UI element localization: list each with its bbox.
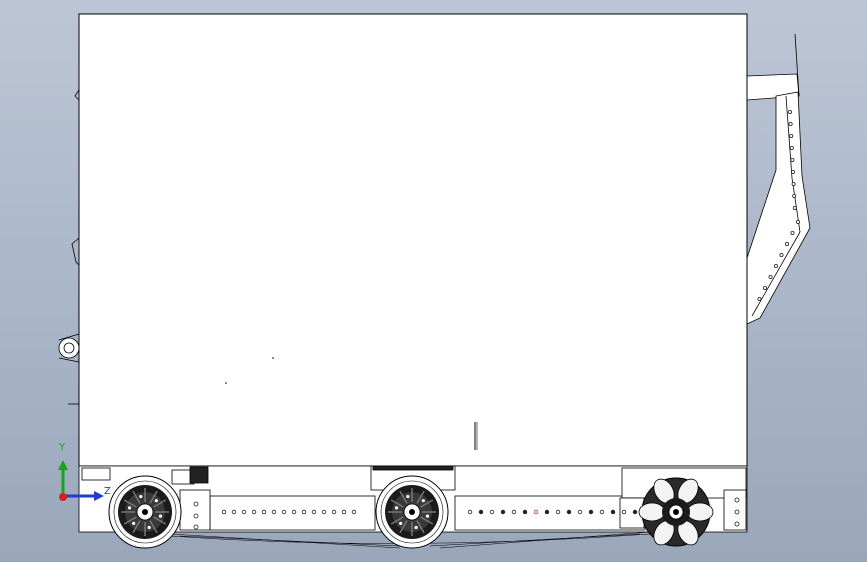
main-panel [78,13,748,467]
rail-hole [351,509,357,515]
rail-hole [221,509,227,515]
bottom-rail-holes [193,497,740,530]
rail-hole [566,509,572,515]
rail-hole [533,509,539,515]
center-drive-wheel [375,475,449,549]
arm-hole [774,263,779,268]
arm-hole [785,241,790,246]
arm-hole [763,285,768,290]
arm-hole [792,193,797,198]
arm-hole [788,122,793,127]
left-drive-wheel [108,475,182,549]
rail-hole [251,509,257,515]
rail-hole [291,509,297,515]
triad-z-label: Z [104,486,111,497]
rail-hole [478,509,484,515]
rail-hole [467,509,473,515]
arm-hole [757,296,762,301]
triad-origin [59,493,67,501]
arm-hole [791,181,796,186]
rail-hole [588,509,594,515]
arm-hole [789,145,794,150]
rail-hole [281,509,287,515]
omni-wheel [638,477,714,547]
rail-hole [555,509,561,515]
arm-hole [792,205,797,210]
bracket-hole [734,521,740,527]
rail-hole [321,509,327,515]
rail-hole [331,509,337,515]
arm-hole [789,133,794,138]
arm-hole [790,230,795,235]
rail-hole [311,509,317,515]
rail-hole [241,509,247,515]
arm-hole [790,157,795,162]
bracket-hole [193,513,199,519]
rail-hole [271,509,277,515]
left-back-bracket [58,89,80,405]
bracket-hole [734,509,740,515]
bracket-hole [734,497,740,503]
bracket-hole [193,524,199,530]
rail-hole [544,509,550,515]
rail-hole [522,509,528,515]
arm-hole [779,252,784,257]
bracket-hole [193,501,199,507]
triad-y-label: Y [59,442,66,453]
rail-hole [341,509,347,515]
rail-hole [632,509,638,515]
rail-hole [621,509,627,515]
rail-hole [231,509,237,515]
rail-hole [599,509,605,515]
rail-hole [610,509,616,515]
arm-hole [796,219,801,224]
rail-hole [489,509,495,515]
rail-hole [261,509,267,515]
axis-triad [58,460,104,501]
rail-hole [577,509,583,515]
side-arm-holes [757,110,801,301]
arm-hole [791,169,796,174]
rail-hole [511,509,517,515]
rail-hole [500,509,506,515]
rail-hole [301,509,307,515]
arm-hole [788,110,793,115]
arm-hole [768,274,773,279]
side-arm [746,33,811,325]
